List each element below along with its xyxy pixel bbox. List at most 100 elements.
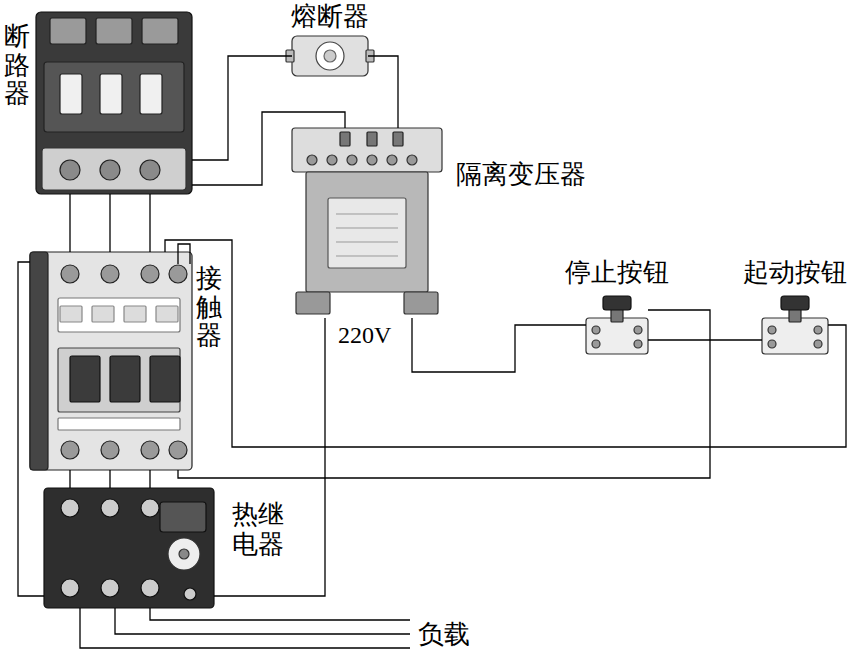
load-label: 负载 xyxy=(418,620,470,649)
button-cap xyxy=(603,296,631,310)
wire xyxy=(109,470,110,488)
wire xyxy=(192,56,292,160)
component-label: 起动按钮 xyxy=(743,258,847,287)
start-button-picture xyxy=(762,296,828,354)
isolation-transformer-picture xyxy=(292,128,442,314)
terminal-screw xyxy=(61,265,79,283)
terminal-post xyxy=(367,132,377,146)
circuit-breaker-picture xyxy=(36,12,192,194)
plate-mark xyxy=(60,306,82,322)
contactor-body xyxy=(30,252,192,470)
wire xyxy=(149,194,150,252)
start-button: 起动按钮 xyxy=(762,296,828,354)
contactor: 接触器 xyxy=(30,252,192,470)
component-label: 停止按钮 xyxy=(565,258,669,287)
stop-button: 停止按钮 xyxy=(586,296,648,354)
terminal-screw xyxy=(407,155,417,165)
wire xyxy=(165,240,846,447)
terminal-screw xyxy=(814,340,822,348)
terminal-screw xyxy=(592,326,600,334)
component-label: 断路器 xyxy=(4,22,30,108)
terminal-screw xyxy=(768,340,776,348)
wire xyxy=(412,318,586,372)
isolation-transformer: 隔离变压器 xyxy=(292,128,442,318)
contact-slot xyxy=(110,356,140,402)
wire xyxy=(368,56,398,128)
contactor-picture xyxy=(30,244,192,470)
fuse-cap xyxy=(316,42,344,70)
terminal-screw xyxy=(61,441,79,459)
button-base xyxy=(762,318,828,354)
terminal-post xyxy=(393,132,403,146)
contact-window xyxy=(58,348,180,412)
component-label: 热继电器 xyxy=(232,500,284,560)
terminal-screw xyxy=(347,155,357,165)
terminal-screw xyxy=(169,441,187,459)
plate-mark xyxy=(92,306,114,322)
terminal-post xyxy=(340,132,350,146)
thermal-relay-picture xyxy=(44,488,214,608)
terminal-strip xyxy=(292,128,442,172)
plate-strip xyxy=(58,418,180,430)
load-wire xyxy=(150,608,410,620)
mounting-foot xyxy=(404,292,438,314)
fuse-picture xyxy=(286,36,374,76)
plate-mark xyxy=(124,306,146,322)
contactor-side xyxy=(30,252,48,470)
terminal-screw xyxy=(141,265,159,283)
terminal-screw xyxy=(101,441,119,459)
fuse: 熔断器 xyxy=(292,36,368,76)
coil-line xyxy=(336,256,398,257)
terminal-screw xyxy=(141,441,159,459)
transformer-core xyxy=(306,172,428,292)
wire xyxy=(69,194,70,252)
load-wire xyxy=(80,608,410,648)
terminal-screw xyxy=(61,579,79,597)
coil-line xyxy=(336,242,398,243)
terminal-screw xyxy=(387,155,397,165)
wire xyxy=(648,339,762,340)
load-wire xyxy=(115,608,410,634)
terminal-screw xyxy=(101,579,119,597)
terminal-screw xyxy=(814,326,822,334)
breaker-toggle xyxy=(100,74,122,114)
component-label: 隔离变压器 xyxy=(456,160,586,189)
terminal-cover xyxy=(50,18,86,44)
plate-mark xyxy=(156,306,178,322)
breaker-face xyxy=(44,62,184,132)
breaker-toggle xyxy=(140,74,162,114)
wire xyxy=(214,318,325,596)
voltage-label: 220V xyxy=(338,322,391,348)
fuse-cap xyxy=(324,50,336,62)
terminal-screw xyxy=(141,579,159,597)
component-label: 熔断器 xyxy=(291,2,369,31)
coil-jumper xyxy=(178,244,190,264)
terminal-screw xyxy=(100,160,120,180)
terminal-cover xyxy=(96,18,132,44)
breaker-toggle xyxy=(60,74,82,114)
setting-dial xyxy=(168,538,200,570)
contact-slot xyxy=(70,356,100,402)
button-cap xyxy=(781,296,809,310)
terminal-screw xyxy=(592,340,600,348)
terminal-screw xyxy=(184,588,196,600)
wire xyxy=(109,194,110,252)
thermal-relay: 热继电器 xyxy=(44,488,214,608)
wire xyxy=(178,310,710,478)
button-base xyxy=(586,318,648,354)
terminal-screw xyxy=(61,499,79,517)
name-plate xyxy=(58,298,180,332)
setting-dial xyxy=(179,549,189,559)
breaker-body xyxy=(36,12,192,194)
wire xyxy=(149,470,150,488)
wire xyxy=(192,112,345,185)
wire xyxy=(69,470,70,488)
relay-body xyxy=(44,488,214,608)
terminal-screw xyxy=(60,160,80,180)
terminal-screw xyxy=(307,155,317,165)
transformer-coil xyxy=(328,198,406,268)
circuit-breaker: 断路器 xyxy=(36,12,192,194)
fuse-holder xyxy=(292,36,368,76)
